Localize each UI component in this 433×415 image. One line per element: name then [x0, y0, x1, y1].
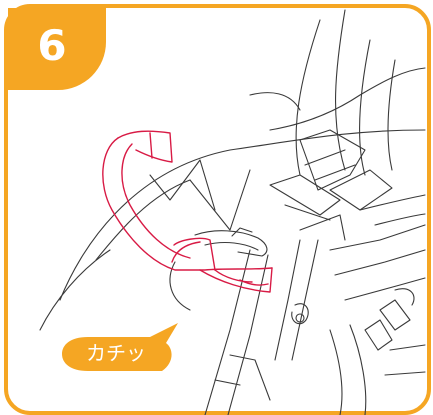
step-number: 6 — [37, 21, 67, 70]
step-number-badge: 6 — [8, 8, 106, 90]
speech-bubble-icon — [62, 323, 178, 371]
callout-text: カチッ — [86, 341, 146, 365]
sound-callout: カチッ — [62, 323, 190, 379]
